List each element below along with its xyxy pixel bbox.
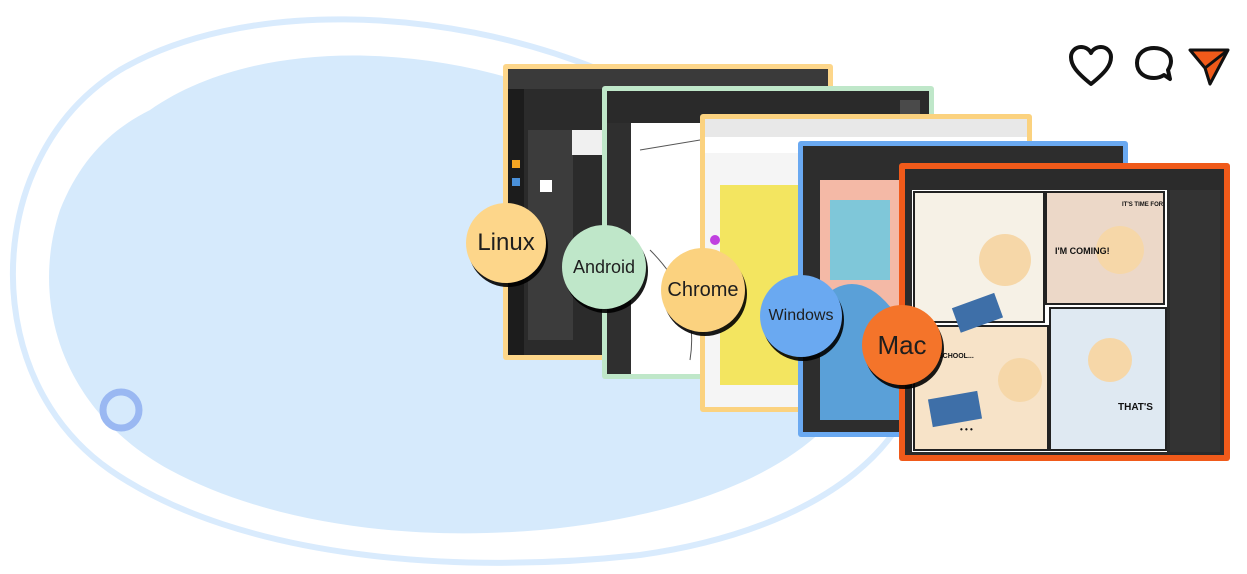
- platform-android-badge: Android: [562, 225, 646, 309]
- platform-windows-label: Windows: [768, 307, 834, 324]
- platform-android-label: Android: [572, 256, 636, 277]
- comic-im-coming: I'M COMING!: [1055, 246, 1110, 256]
- heart-icon[interactable]: [1068, 44, 1114, 88]
- platform-linux-badge: Linux: [466, 203, 546, 283]
- comic-its-time: IT'S TIME FOR: [1122, 202, 1164, 208]
- comic-thats: THAT'S: [1118, 402, 1153, 413]
- mac-screen: I'M COMING! IT'S TIME FOR THAT'S SCHOOL.…: [899, 163, 1230, 461]
- platform-chrome-badge: Chrome: [661, 248, 745, 332]
- comic-school: SCHOOL...: [938, 353, 974, 360]
- ring-decoration: [99, 388, 143, 432]
- platform-mac-label: Mac: [877, 329, 927, 360]
- platform-linux-label: Linux: [477, 229, 535, 256]
- comment-icon[interactable]: [1132, 44, 1176, 88]
- platform-chrome-label: Chrome: [667, 278, 739, 301]
- send-icon[interactable]: [1186, 44, 1232, 88]
- platform-mac-badge: Mac: [862, 305, 942, 385]
- platform-windows-badge: Windows: [760, 275, 842, 357]
- background-blob-outline: [9, 16, 926, 566]
- comic-dots: • • •: [960, 425, 973, 434]
